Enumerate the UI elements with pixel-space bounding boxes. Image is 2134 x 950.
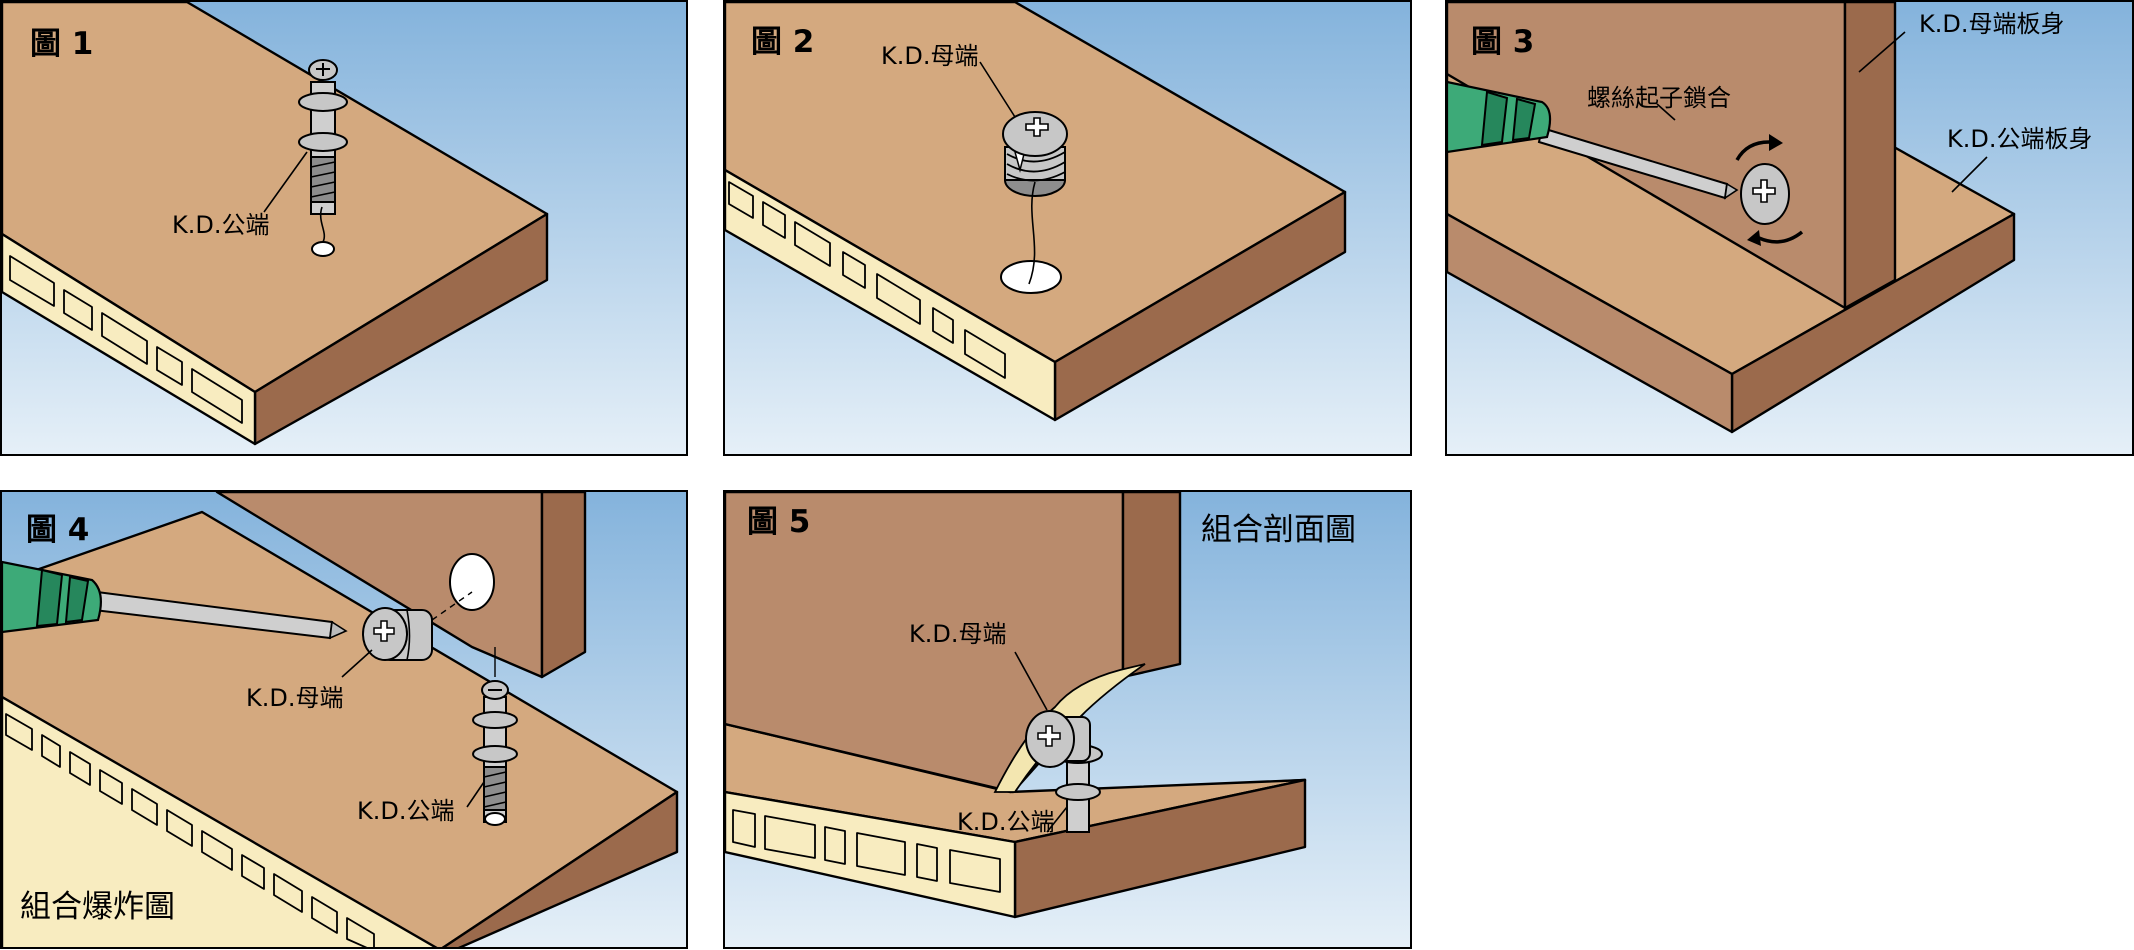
caption-cross-section: 組合剖面圖 <box>1201 512 1356 548</box>
label-kd-female: K.D.母端 <box>246 684 343 712</box>
board-honeycomb-cells <box>732 809 1001 893</box>
figure-5-panel: 圖 5 組合剖面圖 K.D.母端 K.D.公端 <box>723 490 1412 949</box>
figure-title: 圖 2 <box>751 24 814 60</box>
insert-line <box>1028 181 1036 285</box>
board-honeycomb-cells <box>728 181 1006 379</box>
figure-4-panel: 圖 4 K.D.母端 K.D.公端 組合爆炸圖 <box>0 490 688 949</box>
figure-1-panel: 圖 1 K.D.公端 <box>0 0 688 456</box>
insert-line <box>319 206 326 243</box>
board-honeycomb-cells <box>5 713 375 947</box>
upright-board <box>1447 2 1897 310</box>
drill-hole <box>484 812 506 826</box>
label-kd-male-board: K.D.公端板身 <box>1947 125 2092 153</box>
figure-title: 圖 4 <box>26 512 89 548</box>
upright-board <box>215 492 587 679</box>
figure-3-panel: 圖 3 K.D.母端板身 螺絲起子鎖合 K.D.公端板身 <box>1445 0 2134 456</box>
figure-title: 圖 1 <box>30 26 93 62</box>
figure-2-panel: 圖 2 K.D.母端 <box>723 0 1412 456</box>
label-leader <box>1014 651 1048 711</box>
figure-title: 圖 5 <box>747 504 810 540</box>
label-leader <box>1951 156 1988 193</box>
label-kd-male: K.D.公端 <box>172 211 269 239</box>
label-kd-female: K.D.母端 <box>881 42 978 70</box>
label-kd-male: K.D.公端 <box>957 808 1054 836</box>
label-screwdriver-lock: 螺絲起子鎖合 <box>1587 84 1731 112</box>
board-honeycomb-cells <box>9 255 243 424</box>
kd-female-connector <box>1002 111 1068 197</box>
screwdriver <box>2 560 348 640</box>
label-leader <box>1656 103 1676 121</box>
figure-title: 圖 3 <box>1471 24 1534 60</box>
screwdriver <box>1447 80 1739 200</box>
label-leader <box>263 151 308 213</box>
drill-hole <box>449 553 495 611</box>
base-board <box>725 722 1307 919</box>
insert-line <box>431 591 473 621</box>
label-kd-male: K.D.公端 <box>357 797 454 825</box>
label-leader <box>466 781 485 808</box>
label-leader <box>979 61 1016 118</box>
label-leader <box>1858 31 1906 73</box>
kd-female-connector <box>1025 710 1091 768</box>
kd-male-connector <box>472 680 518 823</box>
base-board <box>2 510 679 947</box>
kd-male-connector <box>298 59 348 215</box>
label-leader <box>341 649 373 678</box>
label-leader <box>1046 806 1068 833</box>
label-kd-female-board: K.D.母端板身 <box>1919 10 2064 38</box>
kd-female-cam <box>1740 163 1790 225</box>
drill-hole <box>311 241 335 257</box>
rotate-arrows <box>1735 134 1804 246</box>
kd-female-connector <box>362 607 433 661</box>
label-kd-female: K.D.母端 <box>909 620 1006 648</box>
caption-exploded-view: 組合爆炸圖 <box>20 889 175 925</box>
